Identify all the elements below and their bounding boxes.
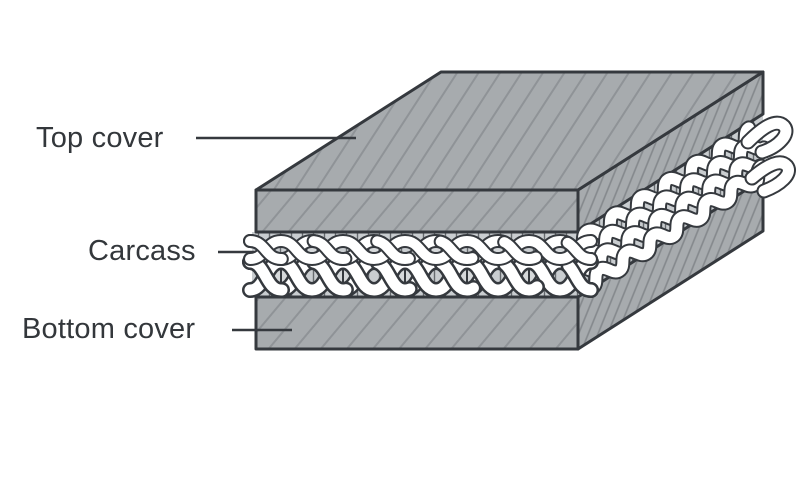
- carcass-cord-end-loops: [740, 115, 796, 199]
- bottom-cover-label: Bottom cover: [22, 313, 196, 345]
- carcass-label: Carcass: [88, 235, 196, 267]
- top-cover-label: Top cover: [36, 122, 164, 154]
- leader-lines: [196, 136, 356, 332]
- top-cover-layer: [254, 70, 765, 234]
- carcass-side-cords: [552, 120, 772, 296]
- carcass-front-cords: [242, 233, 599, 299]
- bottom-cover-front-face: [254, 295, 580, 351]
- top-cover-front-face: [254, 188, 580, 234]
- top-cover-top-face: [254, 70, 765, 192]
